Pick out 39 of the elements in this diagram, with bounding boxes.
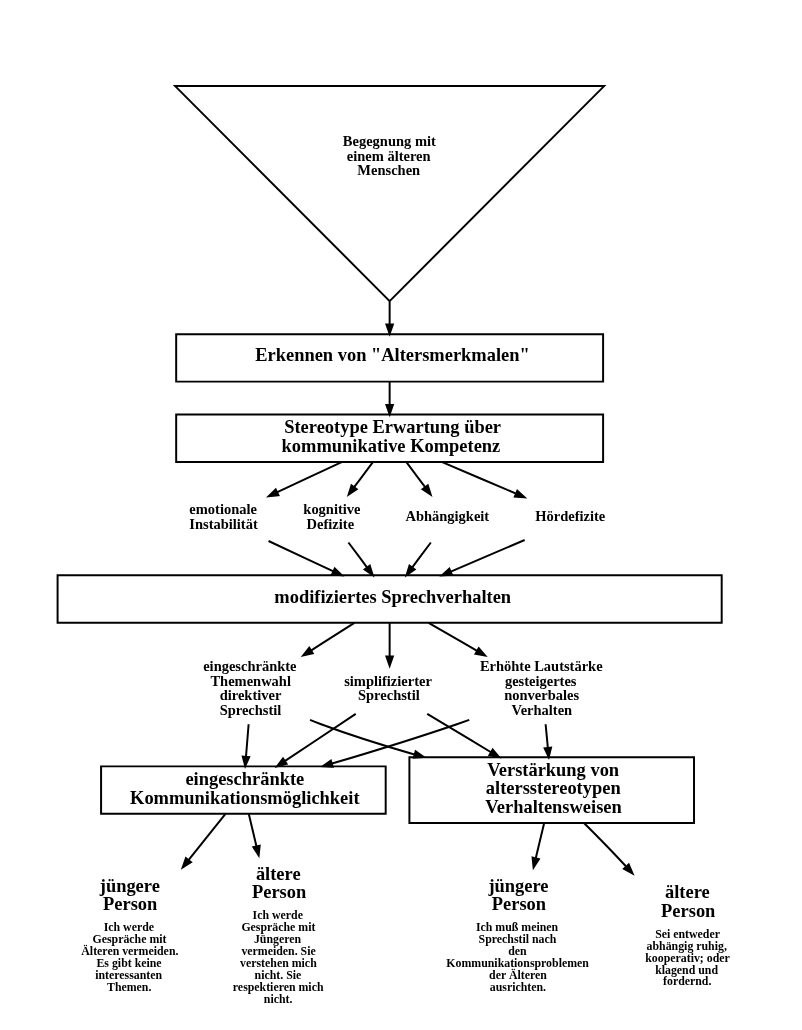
arrow	[425, 712, 502, 759]
arrow	[542, 722, 552, 760]
arrow	[274, 712, 357, 768]
arrow	[530, 821, 545, 870]
arrow	[384, 380, 394, 417]
node-text: kognitive Defizite	[302, 500, 360, 532]
node-text: eingeschränkte Themenwahl direktiver Sprechstil	[202, 657, 297, 718]
node-text: ältere Person Sei entweder abhängig ruhig, kooperativ; oder klagend und fordernd.	[644, 881, 730, 988]
node-box: eingeschränkte Kommunikationsmöglichkeit	[99, 764, 387, 815]
arrow	[265, 460, 343, 497]
node-text: simplifizierter Sprechstil	[343, 672, 432, 703]
arrow	[404, 460, 432, 497]
node-box: Erkennen von "Altersmerkmalen"	[174, 332, 604, 383]
arrow	[267, 539, 344, 577]
arrow	[300, 621, 355, 657]
node-text: jüngere Person Ich werde Gespräche mit Älteren vermeiden. Es gibt keine interessanten Themen.	[80, 875, 178, 994]
node-text: emotionale Instabilität	[188, 500, 258, 532]
node-text: Erhöhte Lautstärke gesteigertes nonverbales Verhalten	[479, 657, 603, 718]
node-text: ältere Person Ich werde Gespräche mit Jüngeren vermeiden. Sie verstehen mich nicht. Sie respektieren mich nicht.	[232, 863, 324, 1005]
arrow	[240, 722, 251, 769]
arrow	[180, 812, 226, 870]
node-text: Abhängigkeit	[404, 507, 489, 524]
arrow	[440, 460, 527, 498]
arrow	[346, 460, 374, 497]
arrow	[384, 621, 394, 669]
node-box: Verstärkung von altersstereotypen Verhaltensweisen	[407, 755, 695, 824]
arrow	[319, 718, 470, 768]
arrow	[308, 718, 426, 759]
arrow	[247, 812, 261, 858]
node-text: Hördefizite	[534, 507, 605, 524]
node-text: jüngere Person Ich muß meinen Sprechstil nach den Kommunikationsproblemen der Älteren ausrichten.	[445, 875, 589, 994]
arrow	[384, 300, 394, 337]
node-box: Stereotype Erwartung über kommunikative Kompetenz	[174, 413, 604, 463]
arrow	[404, 541, 432, 577]
node-box: modifiziertes Sprechverhalten	[56, 573, 723, 624]
arrow	[346, 541, 374, 577]
arrow	[438, 538, 526, 576]
arrow	[582, 821, 635, 876]
arrow	[427, 621, 488, 657]
